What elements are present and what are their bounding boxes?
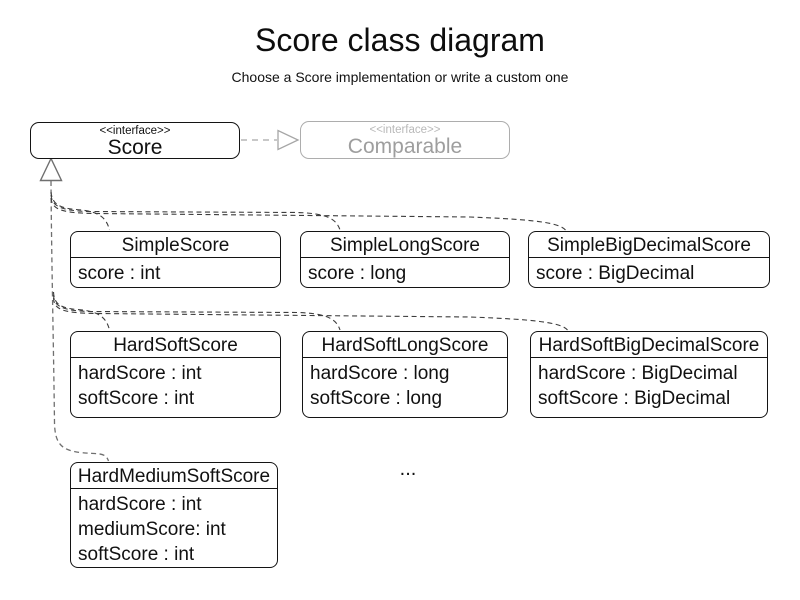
class-name: SimpleScore: [71, 232, 280, 258]
edge-simplebigdecimalscore: [50, 197, 566, 231]
class-hardsoftlongscore: HardSoftLongScore hardScore : long softS…: [302, 331, 508, 418]
class-hardsoftbigdecimalscore: HardSoftBigDecimalScore hardScore : BigD…: [530, 331, 768, 418]
class-name: HardMediumSoftScore: [71, 463, 277, 489]
class-attributes: hardScore : int softScore : int: [71, 358, 280, 413]
class-name: HardSoftScore: [71, 332, 280, 358]
interface-comparable: <<interface>> Comparable: [300, 121, 510, 159]
class-attributes: hardScore : BigDecimal softScore : BigDe…: [531, 358, 767, 413]
edge-simplelongscore: [50, 194, 341, 231]
class-attributes: score : long: [301, 258, 509, 288]
class-attributes: hardScore : int mediumScore: int softSco…: [71, 489, 277, 569]
class-attribute: softScore : long: [310, 388, 443, 409]
class-attributes: score : int: [71, 258, 280, 288]
interface-score: <<interface>> Score: [30, 122, 240, 159]
class-hardsoftscore: HardSoftScore hardScore : int softScore …: [70, 331, 281, 418]
class-attribute: score : BigDecimal: [536, 263, 695, 284]
class-attribute: softScore : BigDecimal: [538, 388, 731, 409]
edge-hardsoftscore: [52, 291, 111, 331]
more-implementations-ellipsis: ...: [399, 458, 417, 480]
class-name: SimpleLongScore: [301, 232, 509, 258]
edge-hardsoftbigdecimalscore: [52, 297, 568, 331]
class-attribute: hardScore : long: [310, 363, 450, 384]
class-simplelongscore: SimpleLongScore score : long: [300, 231, 510, 288]
class-attribute: softScore : int: [78, 388, 195, 409]
interface-comparable-stereotype: <<interface>>: [369, 124, 441, 136]
edge-simplescore: [50, 191, 111, 231]
class-simplescore: SimpleScore score : int: [70, 231, 281, 288]
class-attribute: hardScore : int: [78, 494, 202, 515]
class-attribute: score : int: [78, 263, 161, 284]
generalization-arrowhead-icon: [39, 156, 63, 182]
class-hardmediumsoftscore: HardMediumSoftScore hardScore : int medi…: [70, 462, 278, 568]
class-attribute: hardScore : BigDecimal: [538, 363, 738, 384]
interface-score-stereotype: <<interface>>: [99, 125, 171, 137]
class-attributes: score : BigDecimal: [529, 258, 769, 288]
realization-arrowhead-icon: [277, 129, 300, 151]
interface-comparable-name: Comparable: [347, 135, 463, 158]
class-name: HardSoftLongScore: [303, 332, 507, 358]
interface-score-name: Score: [107, 136, 163, 159]
class-attribute: mediumScore: int: [78, 519, 226, 540]
class-attribute: softScore : int: [78, 544, 195, 565]
class-simplebigdecimalscore: SimpleBigDecimalScore score : BigDecimal: [528, 231, 770, 288]
class-attributes: hardScore : long softScore : long: [303, 358, 507, 413]
class-attribute: hardScore : int: [78, 363, 202, 384]
class-name: SimpleBigDecimalScore: [529, 232, 769, 258]
page-title: Score class diagram: [255, 22, 545, 58]
class-name: HardSoftBigDecimalScore: [531, 332, 767, 358]
class-attribute: score : long: [308, 263, 407, 284]
edge-trunk-hardmediumsoftscore: [50, 180, 110, 462]
edge-hardsoftlongscore: [52, 294, 341, 331]
page-subtitle: Choose a Score implementation or write a…: [231, 69, 569, 85]
